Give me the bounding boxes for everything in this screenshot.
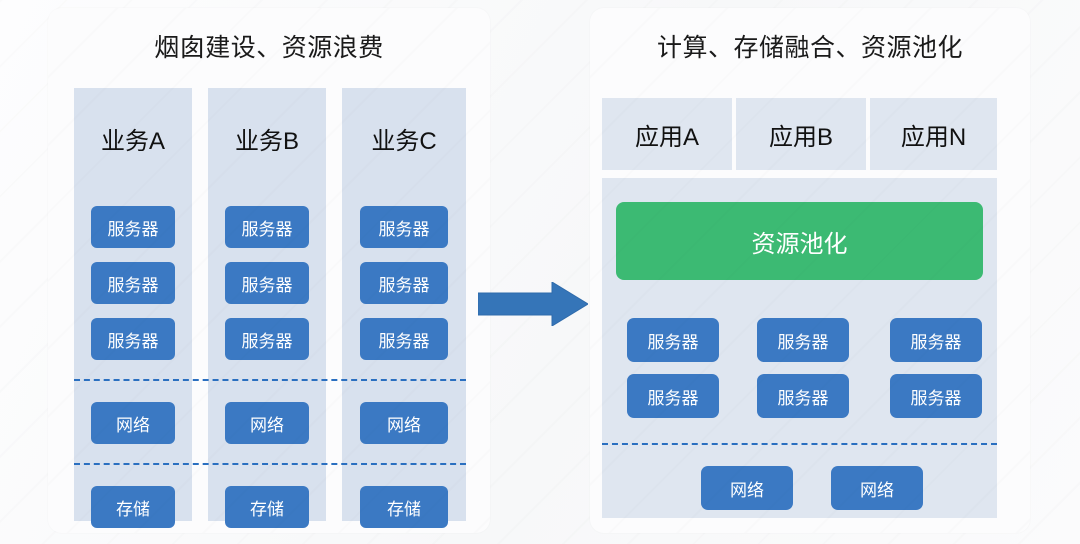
silo-column-business-b[interactable]: 业务B 服务器 服务器 服务器 网络 存储 (208, 88, 326, 528)
server-box[interactable]: 服务器 (627, 374, 719, 418)
left-panel-title: 烟囱建设、资源浪费 (154, 34, 384, 62)
network-box[interactable]: 网络 (360, 402, 448, 444)
server-box[interactable]: 服务器 (360, 318, 448, 360)
silo-column-c-header: 业务C (371, 127, 437, 155)
network-box[interactable]: 网络 (831, 466, 923, 510)
server-box[interactable]: 服务器 (360, 262, 448, 304)
server-box[interactable]: 服务器 (757, 374, 849, 418)
server-box[interactable]: 服务器 (91, 206, 175, 248)
silo-column-business-a[interactable]: 业务A 服务器 服务器 服务器 网络 存储 (74, 88, 192, 528)
storage-box[interactable]: 存储 (360, 486, 448, 528)
server-box[interactable]: 服务器 (225, 318, 309, 360)
left-panel-silo-architecture: 烟囱建设、资源浪费 业务A 服务器 服务器 服务器 网络 存储 业务B 服务器 … (48, 8, 490, 533)
server-box[interactable]: 服务器 (890, 318, 982, 362)
network-box[interactable]: 网络 (225, 402, 309, 444)
network-layer-divider (74, 379, 466, 381)
server-box[interactable]: 服务器 (225, 206, 309, 248)
app-box-b[interactable]: 应用B (736, 98, 866, 170)
resource-pool-stack: 资源池化 服务器 服务器 服务器 服务器 服务器 服务器 网络 网络 (602, 178, 997, 518)
app-box-n[interactable]: 应用N (870, 98, 997, 170)
resource-pool-banner[interactable]: 资源池化 (616, 202, 983, 280)
network-box[interactable]: 网络 (91, 402, 175, 444)
server-box[interactable]: 服务器 (225, 262, 309, 304)
silo-column-a-body: 服务器 服务器 服务器 网络 存储 (74, 188, 192, 528)
network-box[interactable]: 网络 (701, 466, 793, 510)
right-panel-pooled-architecture: 计算、存储融合、资源池化 应用A 应用B 应用N 资源池化 服务器 服务器 服务… (590, 8, 1030, 533)
server-box[interactable]: 服务器 (757, 318, 849, 362)
storage-box[interactable]: 存储 (91, 486, 175, 528)
silo-column-c-body: 服务器 服务器 服务器 网络 存储 (342, 188, 466, 528)
network-layer-divider (602, 443, 997, 445)
storage-layer-divider (74, 463, 466, 465)
silo-column-b-body: 服务器 服务器 服务器 网络 存储 (208, 188, 326, 528)
silo-column-b-header: 业务B (234, 127, 299, 155)
silo-column-business-c[interactable]: 业务C 服务器 服务器 服务器 网络 存储 (342, 88, 466, 528)
server-box[interactable]: 服务器 (890, 374, 982, 418)
server-box[interactable]: 服务器 (91, 318, 175, 360)
right-arrow-icon (477, 281, 589, 327)
server-box[interactable]: 服务器 (360, 206, 448, 248)
app-box-a[interactable]: 应用A (602, 98, 732, 170)
silo-column-a-header: 业务A (100, 127, 165, 155)
right-panel-title: 计算、存储融合、资源池化 (656, 34, 963, 62)
silo-columns-area: 业务A 服务器 服务器 服务器 网络 存储 业务B 服务器 服务器 服务器 网络… (74, 88, 466, 528)
server-box[interactable]: 服务器 (627, 318, 719, 362)
storage-box[interactable]: 存储 (225, 486, 309, 528)
server-box[interactable]: 服务器 (91, 262, 175, 304)
